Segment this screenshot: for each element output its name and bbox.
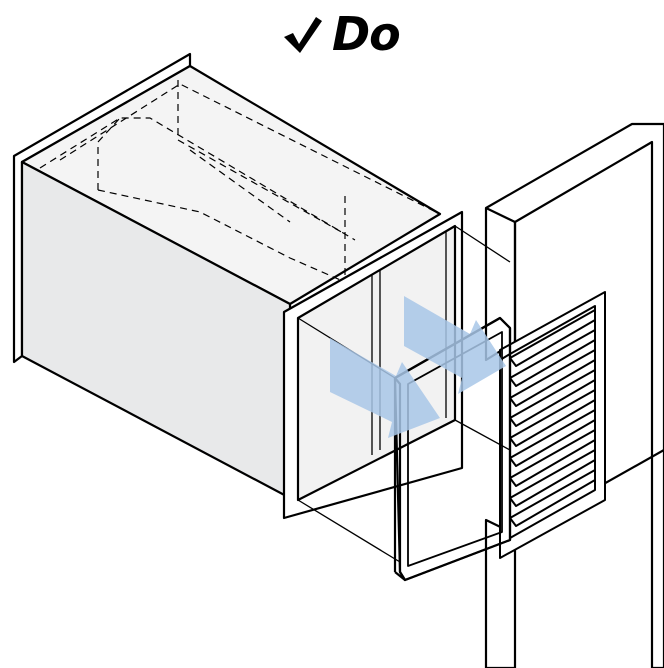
- check-icon: [284, 17, 322, 53]
- airflow-arrows: [330, 296, 506, 438]
- filter-hidden-lines: [39, 80, 441, 283]
- louver-blades: [509, 309, 596, 527]
- do-heading: Do: [280, 7, 401, 61]
- airflow-arrow-upper: [404, 296, 506, 394]
- do-label: Do: [332, 7, 401, 61]
- filter-housing: [12, 52, 442, 500]
- airflow-arrow-lower: [330, 338, 440, 438]
- louvered-grille: [499, 291, 606, 559]
